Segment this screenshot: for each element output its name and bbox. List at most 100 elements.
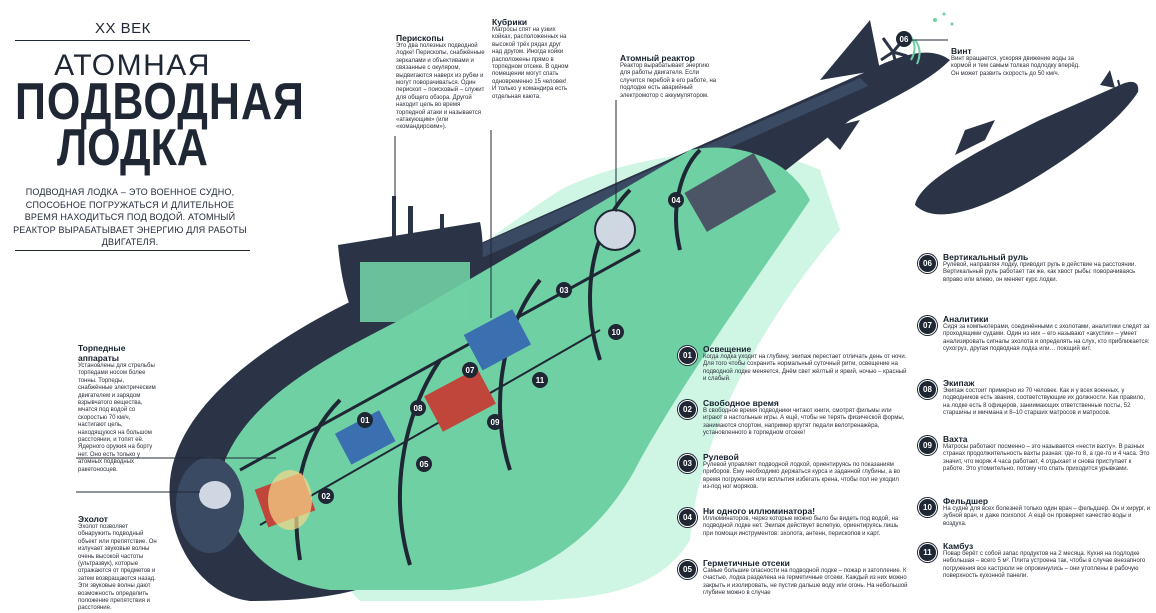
marker-03: 03 xyxy=(556,282,572,298)
section-number: 01 xyxy=(678,346,697,365)
title-line-2: ПОДВОДНАЯ xyxy=(15,73,305,131)
section-number: 10 xyxy=(918,498,937,517)
engine-room xyxy=(684,152,777,232)
crew-bunks xyxy=(463,309,532,371)
section-01: 01 Освещение Когда лодка уходит на глуби… xyxy=(678,344,908,384)
callout-title: Торпедные аппараты xyxy=(78,343,126,363)
periscope-mast xyxy=(392,196,396,248)
section-04: 04 Ни одного иллюминатора! Иллюминаторов… xyxy=(678,506,908,538)
callout-torpedo: Торпедные аппараты Установлены для стрел… xyxy=(78,343,158,474)
section-03: 03 Рулевой Рулевой управляет подводной л… xyxy=(678,452,908,492)
control-room xyxy=(334,410,396,465)
section-title: Освещение xyxy=(703,344,752,354)
marker-10: 10 xyxy=(608,324,624,340)
intro-text: ПОДВОДНАЯ ЛОДКА – ЭТО ВОЕННОЕ СУДНО, СПО… xyxy=(13,187,247,247)
callout-cabins: Кубрики Матросы спят на узких койках, ра… xyxy=(492,17,570,101)
callout-title: Перископы xyxy=(396,33,444,43)
section-08: 08 Экипаж Экипаж состоит примерно из 70 … xyxy=(918,378,1151,418)
section-text: Рулевой, направляя лодку, приводит руль … xyxy=(943,262,1137,283)
section-title: Камбуз xyxy=(943,541,974,551)
deck xyxy=(259,329,601,526)
section-text: Рулевой управляет подводной лодкой, орие… xyxy=(703,462,901,491)
callout-propeller: Винт Винт вращается, ускоряя движение во… xyxy=(951,46,1081,78)
callout-title: Винт xyxy=(951,46,972,56)
sonar-lens xyxy=(199,481,231,509)
section-title: Герметичные отсеки xyxy=(703,558,790,568)
callout-text: Винт вращается, ускоряя движение воды за… xyxy=(951,56,1080,77)
section-number: 02 xyxy=(678,400,697,419)
callout-reactor: Атомный реактор Реактор вырабатывает эне… xyxy=(620,53,720,100)
marker-02: 02 xyxy=(318,488,334,504)
section-07: 07 Аналитики Сидя за компьютерами, соеди… xyxy=(918,314,1151,354)
section-title: Ни одного иллюминатора! xyxy=(703,506,816,516)
callout-title: Эхолот xyxy=(78,514,108,524)
stern-fin xyxy=(820,120,860,150)
section-02: 02 Свободное время В свободное время под… xyxy=(678,398,908,438)
section-title: Аналитики xyxy=(943,314,989,324)
section-number: 06 xyxy=(918,254,937,273)
section-number: 11 xyxy=(918,543,937,562)
century-label: XX ВЕК xyxy=(95,20,151,37)
reactor-vessel xyxy=(594,209,636,251)
section-text: Самые большие опасности на подводной лод… xyxy=(703,568,908,597)
callout-title: Кубрики xyxy=(492,17,528,27)
callout-text: Матросы спят на узких койках, расположен… xyxy=(492,27,569,100)
section-text: Повар берёт с собой запас продуктов на 2… xyxy=(943,551,1146,580)
marker-11: 11 xyxy=(532,372,548,388)
callout-text: Эхолот позволяет обнаружить подводный об… xyxy=(78,524,157,612)
title-line-3: ЛОДКА xyxy=(57,119,208,177)
bow-light xyxy=(268,470,312,530)
hull-cutaway-interior xyxy=(224,147,811,590)
marker-01: 01 xyxy=(357,412,373,428)
section-text: Иллюминаторов, через которые можно было … xyxy=(703,516,899,537)
section-title: Свободное время xyxy=(703,398,779,408)
marker-05: 05 xyxy=(416,456,432,472)
callout-text: Реактор вырабатывает энергию для работы … xyxy=(620,63,717,99)
marker-08: 08 xyxy=(410,400,426,416)
section-title: Рулевой xyxy=(703,452,739,462)
callout-title: Атомный реактор xyxy=(620,53,695,63)
bulkhead xyxy=(294,398,342,561)
section-text: В свободное время подводники читают книг… xyxy=(703,408,905,437)
section-number: 07 xyxy=(918,316,937,335)
callout-text: Установлены для стрельбы торпедами носом… xyxy=(78,363,156,473)
section-title: Вахта xyxy=(943,434,968,444)
section-11: 11 Камбуз Повар берёт с собой запас прод… xyxy=(918,541,1151,581)
divider xyxy=(15,250,250,251)
title-line-1: АТОМНАЯ xyxy=(54,49,211,82)
marker-09: 09 xyxy=(487,414,503,430)
section-number: 03 xyxy=(678,454,697,473)
section-text: Сидя за компьютерами, соединёнными с эхо… xyxy=(943,324,1150,353)
section-09: 09 Вахта Матросы работают посменно – это… xyxy=(918,434,1151,474)
marker-04: 04 xyxy=(668,192,684,208)
mess-area xyxy=(424,368,496,432)
section-title: Вертикальный руль xyxy=(943,252,1029,262)
section-text: На судне для всех болезней только один в… xyxy=(943,506,1151,527)
marker-07: 07 xyxy=(462,362,478,378)
section-title: Фельдшер xyxy=(943,496,989,506)
section-number: 04 xyxy=(678,508,697,527)
marker-06: 06 xyxy=(896,31,912,47)
divider xyxy=(15,40,250,41)
section-number: 05 xyxy=(678,560,697,579)
section-number: 08 xyxy=(918,380,937,399)
bulkhead xyxy=(588,188,632,361)
submarine-exterior-view xyxy=(915,70,1139,215)
callout-periscopes: Перископы Это два полезных подводной лод… xyxy=(396,33,486,132)
bulkhead xyxy=(498,278,542,471)
stern-fin xyxy=(820,20,880,80)
deck xyxy=(239,248,641,472)
sail-interior xyxy=(360,262,470,322)
section-05: 05 Герметичные отсеки Самые большие опас… xyxy=(678,558,908,598)
section-title: Экипаж xyxy=(943,378,975,388)
callout-text: Это два полезных подводной лодке! Периск… xyxy=(396,43,485,131)
section-text: Матросы работают посменно – это называет… xyxy=(943,444,1150,473)
section-10: 10 Фельдшер На судне для всех болезней т… xyxy=(918,496,1151,528)
section-text: Когда лодка уходит на глубину, экипаж пе… xyxy=(703,354,907,383)
section-number: 09 xyxy=(918,436,937,455)
periscope-mast xyxy=(440,214,444,244)
periscope-mast xyxy=(408,206,413,248)
bulkhead xyxy=(398,358,442,566)
section-06: 06 Вертикальный руль Рулевой, направляя … xyxy=(918,252,1151,284)
